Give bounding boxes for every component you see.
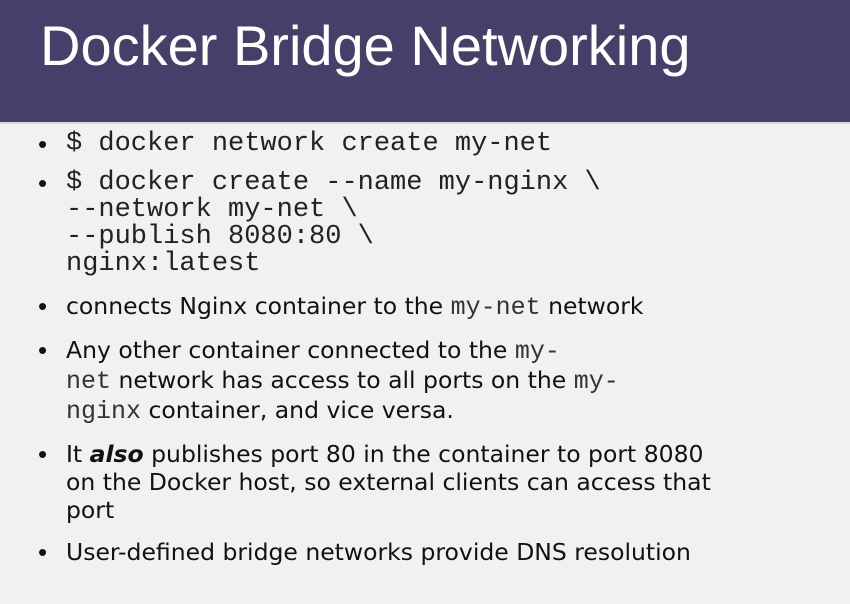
bullet-text: network: [540, 292, 644, 320]
bullet-publishes-port: • It also publishes port 80 in the conta…: [38, 440, 828, 524]
bullet-text: container, and vice versa.: [141, 396, 454, 424]
bullet-line: net network has access to all ports on t…: [66, 366, 828, 396]
bullet-text: It: [66, 440, 90, 468]
bullet-text: network has access to all ports on the: [111, 366, 574, 394]
bullet-line: connects Nginx container to the my-net n…: [66, 292, 828, 322]
bullet-other-containers: • Any other container connected to the m…: [38, 336, 828, 426]
bullet-text: Any other container connected to the: [66, 336, 515, 364]
bullet-dot: •: [38, 439, 48, 469]
inline-code: my-: [514, 337, 560, 366]
bullet-list: • $ docker network create my-net • $ doc…: [38, 130, 828, 566]
title-bar: Docker Bridge Networking: [0, 0, 850, 124]
bullet-line: Any other container connected to the my-: [66, 336, 828, 366]
slide-title: Docker Bridge Networking: [40, 14, 691, 77]
code-line: $ docker create --name my-nginx \: [66, 168, 601, 198]
bullet-line: nginx container, and vice versa.: [66, 396, 828, 426]
bullet-network-create: • $ docker network create my-net: [38, 130, 828, 158]
inline-code: my-net: [450, 293, 541, 322]
bullet-dns-resolution: • User-defined bridge networks provide D…: [38, 538, 828, 566]
inline-code: net: [66, 367, 112, 396]
code-line: --publish 8080:80 \: [66, 222, 374, 252]
bullet-line: on the Docker host, so external clients …: [66, 468, 711, 496]
inline-code: my-: [573, 367, 619, 396]
code-line: --network my-net \: [66, 195, 358, 225]
code-network-create: $ docker network create my-net: [66, 129, 553, 159]
bullet-text: publishes port 80 in the container to po…: [143, 440, 704, 468]
bullet-dot: •: [38, 537, 48, 567]
bullet-line: User-defined bridge networks provide DNS…: [66, 538, 691, 566]
emphasis-text: also: [89, 440, 144, 468]
bullet-dot: •: [38, 168, 48, 198]
bullet-dot: •: [38, 335, 48, 365]
bullet-dot: •: [38, 129, 48, 159]
code-line: nginx:latest: [66, 249, 261, 279]
bullet-connects-nginx: • connects Nginx container to the my-net…: [38, 292, 828, 322]
bullet-docker-create: • $ docker create --name my-nginx \ --ne…: [38, 170, 828, 278]
bullet-dot: •: [38, 291, 48, 321]
inline-code: nginx: [66, 397, 142, 426]
bullet-text: connects Nginx container to the: [66, 292, 451, 320]
bullet-line: It also publishes port 80 in the contain…: [66, 440, 828, 468]
bullet-line: port: [66, 496, 115, 524]
